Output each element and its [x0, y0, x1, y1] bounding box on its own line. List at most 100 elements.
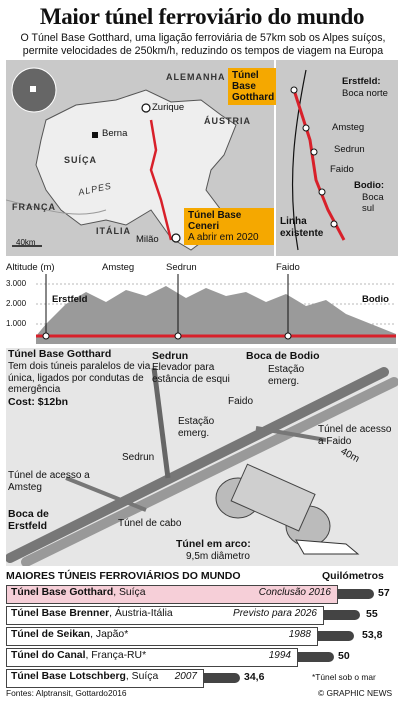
tunnel-km: 55 — [366, 608, 378, 620]
tunnel-km: 57 — [378, 587, 390, 599]
faido-access — [255, 426, 327, 442]
inset-sedrun: Sedrun — [334, 144, 365, 155]
diagram-desc: Tem dois túneis paralelos de via única, … — [8, 361, 151, 395]
train-icon — [204, 673, 240, 683]
cross-passage — [230, 463, 316, 532]
diagram-boca-erstfeld: Boca de Erstfeld — [8, 508, 49, 532]
inset-panel: Erstfeld: Boca norte Amsteg Sedrun Faido… — [276, 60, 398, 256]
ranking-row: Túnel do Canal, França-RU* 1994 — [6, 648, 298, 667]
diagram-acesso-faido: Túnel de acesso a Faido — [318, 424, 392, 447]
diagram-sedrun-small: Sedrun — [122, 452, 155, 463]
inset-boca-sul: Boca sul — [362, 192, 384, 214]
train-icon — [298, 652, 334, 662]
train-icon — [295, 539, 360, 555]
mountain-profile — [36, 286, 396, 344]
tunnel-tube-east — [21, 377, 398, 566]
alt-tick-2000: 2.000 — [6, 299, 27, 308]
intro-text: O Túnel Base Gotthard, uma ligação ferro… — [20, 32, 386, 57]
diagram-arco-diam: 9,5m diâmetro — [186, 551, 250, 562]
tunnel-name: Túnel Base Gotthard — [11, 587, 114, 598]
inset-boca-norte: Boca norte — [342, 88, 388, 99]
footnote: *Túnel sob o mar — [312, 672, 376, 682]
tunnel-year: 1988 — [288, 629, 311, 640]
existing-line — [291, 69, 307, 251]
ranking-heading: MAIORES TÚNEIS FERROVIÁRIOS DO MUNDO — [6, 570, 241, 582]
ranking-row: Túnel Base Gotthard, Suíça Conclusão 201… — [6, 585, 338, 604]
gotthard-callout: Túnel Base Gotthard — [228, 68, 282, 105]
diagram-sedrun-desc: Elevador para estância de esqui — [152, 362, 230, 385]
diagram-estacao-2: Estação emerg. — [178, 416, 215, 439]
tunnel-name: Túnel Base Lotschberg — [11, 671, 126, 682]
sources: Fontes: Alptransit, Gottardo2016 — [6, 688, 127, 698]
tunnel-year: 2007 — [174, 671, 197, 682]
profile-chart: 3.000 2.000 1.000 Erstfeld Bodio — [6, 274, 398, 344]
inset-erstfeld: Erstfeld: — [342, 76, 381, 87]
map-panel: ALEMANHA ÁUSTRIA SUÍÇA ALPES FRANÇA ITÁL… — [6, 60, 282, 256]
ranking-row: Túnel Base Brenner, Áustria-Itália Previ… — [6, 606, 324, 625]
tunnel-km: 34,6 — [244, 671, 265, 683]
ceneri-date: A abrir em 2020 — [188, 232, 259, 243]
tunnel-km: 53,8 — [362, 629, 383, 641]
map-label-suica: SUÍÇA — [64, 155, 98, 165]
alt-tick-1000: 1.000 — [6, 319, 27, 328]
map-label-franca: FRANÇA — [12, 202, 56, 212]
diagram-cost: Cost: $12bn — [8, 396, 69, 408]
tunnel-km: 50 — [338, 650, 350, 662]
alt-tick-3000: 3.000 — [6, 279, 27, 288]
profile-top-sedrun: Sedrun — [166, 262, 197, 273]
inset-bodio: Bodio: — [354, 180, 385, 191]
train-icon — [324, 610, 360, 620]
ceneri-callout: Túnel Base Ceneri A abrir em 2020 — [184, 208, 274, 245]
tunnel-diagram: Túnel Base Gotthard Tem dois túneis para… — [6, 348, 398, 566]
tunnel-country: , Japão* — [90, 629, 129, 640]
map-label-alemanha: ALEMANHA — [166, 72, 226, 82]
city-berna: Berna — [102, 128, 128, 139]
diagram-sedrun-title: Sedrun — [152, 350, 189, 362]
map-label-austria: ÁUSTRIA — [204, 116, 251, 126]
city-zurique: Zurique — [152, 102, 185, 113]
sedrun-shaft — [151, 367, 171, 479]
city-milao: Milão — [136, 234, 159, 245]
map-scale: 40km — [16, 238, 36, 247]
train-icon — [318, 631, 354, 641]
train-icon — [338, 589, 374, 599]
profile-erstfeld: Erstfeld — [52, 294, 88, 305]
diagram-faido: Faido — [228, 396, 254, 407]
tunnel-year: Previsto para 2026 — [233, 608, 317, 619]
diagram-bodio-title: Boca de Bodio — [246, 350, 320, 362]
tunnel-country: , Suíça — [125, 671, 159, 682]
tunnel-tube-west — [6, 367, 389, 563]
inset-tunnel — [292, 89, 346, 241]
ranking-row: Túnel Base Lotschberg, Suíça 2007 — [6, 669, 204, 688]
page-title: Maior túnel ferroviário do mundo — [39, 4, 365, 29]
tunnel-name: Túnel do Canal — [11, 650, 86, 661]
profile-bodio: Bodio — [362, 294, 389, 305]
credit: © GRAPHIC NEWS — [318, 688, 393, 698]
ranking-unit: Quilómetros — [322, 570, 384, 582]
diagram-arco-title: Túnel em arco: — [176, 538, 251, 550]
tunnel-route — [149, 119, 173, 241]
tunnel-year: Conclusão 2016 — [258, 587, 331, 598]
bern-marker — [92, 132, 98, 138]
map-label-italia: ITÁLIA — [96, 226, 131, 236]
milan-marker — [171, 233, 181, 243]
tunnel-name: Túnel Base Brenner — [11, 608, 110, 619]
inset-faido: Faido — [330, 164, 354, 175]
diagram-tunel-cabo: Túnel de cabo — [118, 518, 182, 529]
diagram-heading: Túnel Base Gotthard — [8, 348, 112, 360]
amsteg-access — [65, 476, 147, 512]
diagram-estacao-1: Estação emerg. — [268, 364, 305, 387]
diagram-acesso-amsteg: Túnel de acesso a Amsteg — [8, 470, 90, 493]
profile-top-amsteg: Amsteg — [102, 262, 135, 273]
inset-linha-existente: Linha existente — [280, 216, 324, 239]
inset-amsteg: Amsteg — [332, 122, 365, 133]
ranking-row: Túnel de Seikan, Japão* 1988 — [6, 627, 318, 646]
tunnel-country: , Áustria-Itália — [109, 608, 173, 619]
tunnel-name: Túnel de Seikan — [11, 629, 91, 640]
altitude-label: Altitude (m) — [6, 262, 55, 273]
tunnel-country: , França-RU* — [85, 650, 147, 661]
tunnel-country: , Suíça — [113, 587, 146, 598]
ceneri-name: Túnel Base Ceneri — [188, 210, 242, 232]
tunnel-year: 1994 — [268, 650, 291, 661]
profile-top-faido: Faido — [276, 262, 300, 273]
